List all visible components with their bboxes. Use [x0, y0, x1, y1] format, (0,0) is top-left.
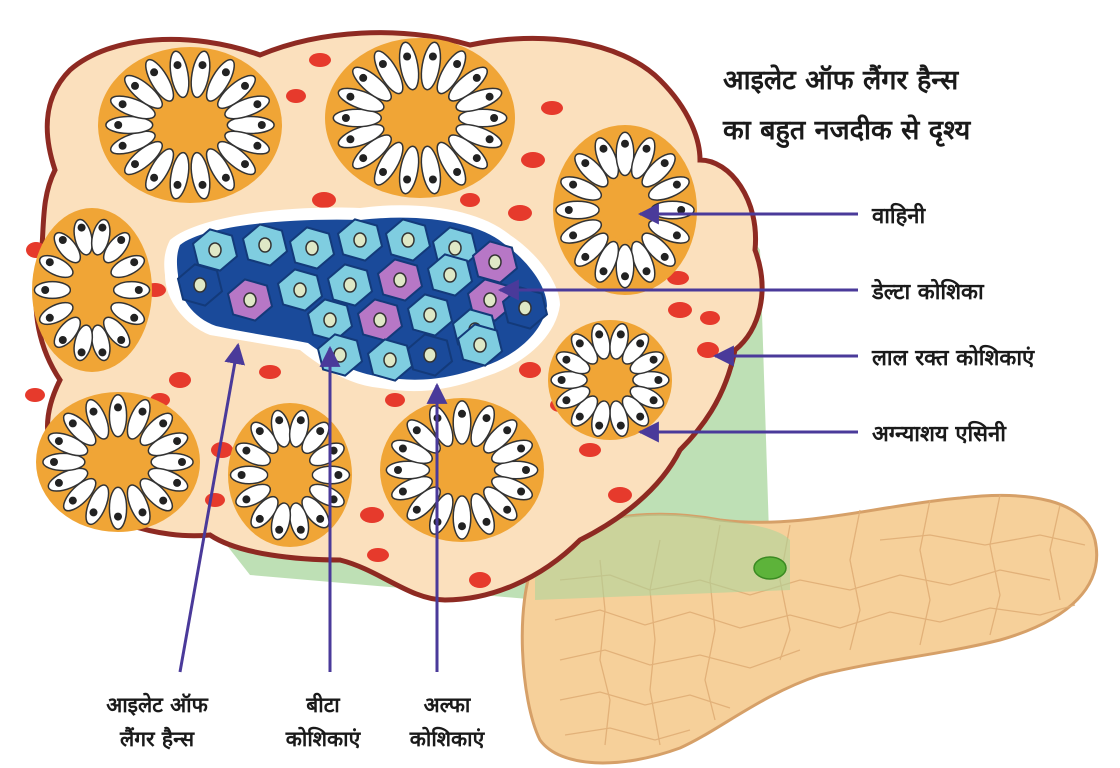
acinus: [548, 320, 672, 440]
cell-nucleus: [402, 233, 414, 247]
label-alpha-line-2: कोशिकाएं: [382, 722, 512, 756]
label-beta-line-2: कोशिकाएं: [258, 722, 388, 756]
cell-nucleus: [394, 273, 406, 287]
label-islet: आइलेट ऑफ लैंगर हैन्स: [72, 688, 242, 756]
cell-nucleus: [374, 313, 386, 327]
label-alpha-line-1: अल्फा: [382, 688, 512, 722]
cell-nucleus: [244, 293, 256, 307]
label-pancreatic-acini: अग्न्याशय एसिनी: [872, 418, 1006, 448]
cell-nucleus: [384, 353, 396, 367]
pancreas-organ: [522, 495, 1096, 763]
cell-nucleus: [324, 313, 336, 327]
cell-nucleus: [424, 308, 436, 322]
cell-nucleus: [519, 301, 531, 315]
cell-nucleus: [449, 241, 461, 255]
cell-nucleus: [334, 348, 346, 362]
acinus: [325, 38, 515, 198]
diagram-title-line-2: का बहुत नजदीक से दृश्य: [723, 110, 970, 147]
label-islet-line-1: आइलेट ऑफ: [72, 688, 242, 722]
label-islet-line-2: लैंगर हैन्स: [72, 722, 242, 756]
acinus: [553, 125, 697, 295]
cell-nucleus: [209, 243, 221, 257]
cell-nucleus: [444, 268, 456, 282]
cell-nucleus: [489, 255, 501, 269]
label-delta-cell: डेल्टा कोशिका: [872, 276, 984, 306]
acinus: [32, 208, 152, 372]
acinus: [98, 47, 282, 203]
label-beta-cells: बीटा कोशिकाएं: [258, 688, 388, 756]
cell-nucleus: [259, 238, 271, 252]
acinus: [380, 398, 544, 542]
label-alpha-cells: अल्फा कोशिकाएं: [382, 688, 512, 756]
label-red-blood-cells: लाल रक्त कोशिकाएं: [872, 342, 1034, 372]
label-duct: वाहिनी: [872, 200, 925, 230]
cell-nucleus: [294, 283, 306, 297]
acinus: [228, 403, 352, 547]
label-beta-line-1: बीटा: [258, 688, 388, 722]
diagram-title-line-1: आइलेट ऑफ लैंगर हैन्स: [723, 60, 958, 97]
cell-nucleus: [306, 241, 318, 255]
cell-nucleus: [424, 348, 436, 362]
cell-nucleus: [474, 338, 486, 352]
cell-nucleus: [354, 233, 366, 247]
acinus: [36, 392, 200, 532]
cell-nucleus: [344, 278, 356, 292]
cell-nucleus: [194, 278, 206, 292]
cell-nucleus: [484, 293, 496, 307]
